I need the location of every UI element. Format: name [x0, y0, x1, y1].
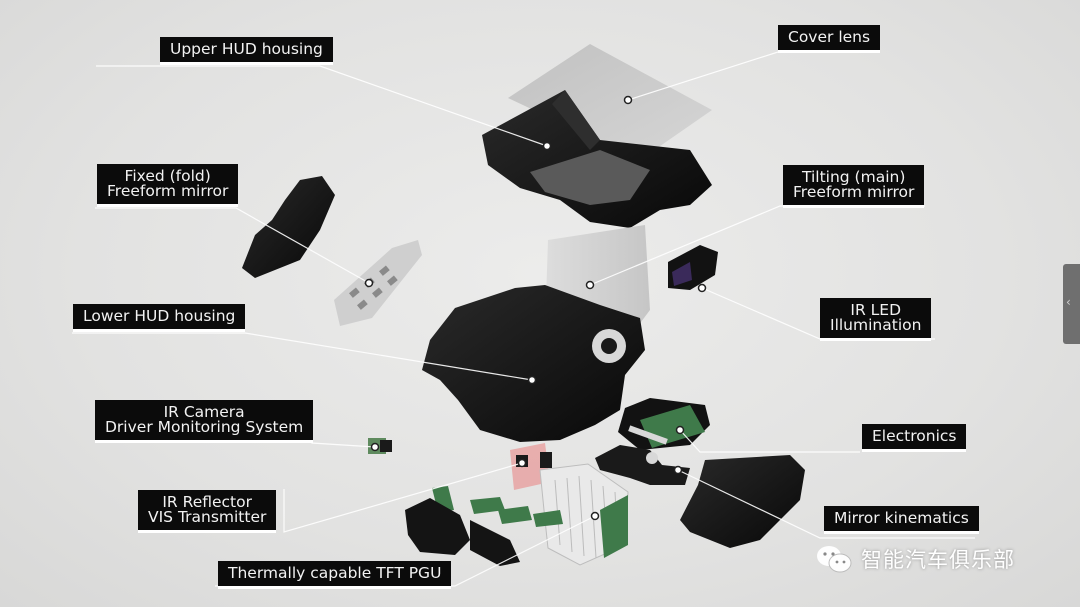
- label-fixed-mirror-line1: Fixed (fold): [124, 167, 211, 185]
- leader-cover-lens: [627, 51, 880, 101]
- label-ir-camera-line1: IR Camera: [163, 403, 245, 421]
- label-electronics: Electronics: [862, 424, 967, 450]
- leader-electronics: [679, 429, 860, 453]
- label-ir-led-line2: Illumination: [830, 316, 922, 334]
- label-tft-pgu: Thermally capable TFT PGU: [218, 561, 452, 587]
- label-ir-camera: IR Camera Driver Monitoring System: [95, 400, 314, 441]
- label-lower-hud-housing: Lower HUD housing: [73, 304, 246, 330]
- label-lower-hud-housing-text: Lower HUD housing: [83, 307, 236, 325]
- label-upper-hud-housing-text: Upper HUD housing: [170, 40, 323, 58]
- label-ir-reflector-line1: IR Reflector: [162, 493, 252, 511]
- leader-ir-led: [701, 287, 935, 340]
- label-fixed-mirror-line2: Freeform mirror: [107, 182, 229, 200]
- leader-mirror-kinematics: [677, 469, 975, 539]
- label-ir-reflector: IR Reflector VIS Transmitter: [138, 490, 277, 531]
- label-ir-led-line1: IR LED: [850, 301, 902, 319]
- upper-hud-housing-part: [482, 90, 712, 228]
- ir-led-part: [668, 245, 718, 290]
- label-fixed-mirror: Fixed (fold) Freeform mirror: [97, 164, 239, 205]
- label-cover-lens-text: Cover lens: [788, 28, 871, 46]
- chevron-left-icon: ‹: [1066, 295, 1071, 309]
- mirror-kinematics-part: [595, 425, 690, 485]
- label-cover-lens: Cover lens: [778, 25, 881, 51]
- label-mirror-kinematics-text: Mirror kinematics: [834, 509, 969, 527]
- label-ir-reflector-line2: VIS Transmitter: [148, 508, 267, 526]
- lower-hud-housing-part: [422, 285, 645, 442]
- wechat-icon: [817, 546, 852, 573]
- fold-mirror-bracket-part: [242, 176, 335, 278]
- leader-dots: [364, 95, 707, 521]
- label-tilting-mirror: Tilting (main) Freeform mirror: [783, 165, 925, 206]
- label-ir-led: IR LED Illumination: [820, 298, 932, 339]
- leader-ir-reflector: [283, 462, 523, 533]
- leader-tilting-mirror: [589, 205, 925, 286]
- leader-lower-hud-housing: [72, 332, 533, 381]
- watermark: 智能汽车俱乐部: [815, 541, 1015, 577]
- label-tft-pgu-text: Thermally capable TFT PGU: [228, 564, 442, 582]
- label-electronics-text: Electronics: [872, 427, 957, 445]
- cover-lens-part: [508, 44, 712, 160]
- label-mirror-kinematics: Mirror kinematics: [824, 506, 979, 532]
- side-panel-tab[interactable]: ‹: [1063, 264, 1080, 344]
- label-upper-hud-housing: Upper HUD housing: [160, 37, 333, 63]
- pgu-boards-part: [405, 486, 563, 566]
- leader-ir-camera: [311, 400, 376, 448]
- fold-freeform-mirror-part: [334, 240, 422, 326]
- label-tilting-mirror-line1: Tilting (main): [801, 168, 906, 186]
- leader-upper-hud-housing: [96, 65, 548, 147]
- leader-lines: [72, 51, 975, 587]
- label-ir-camera-line2: Driver Monitoring System: [105, 418, 304, 436]
- leader-fixed-mirror: [95, 207, 370, 284]
- watermark-text: 智能汽车俱乐部: [861, 548, 1015, 572]
- tft-pgu-part: [539, 463, 629, 566]
- label-tilting-mirror-line2: Freeform mirror: [793, 183, 915, 201]
